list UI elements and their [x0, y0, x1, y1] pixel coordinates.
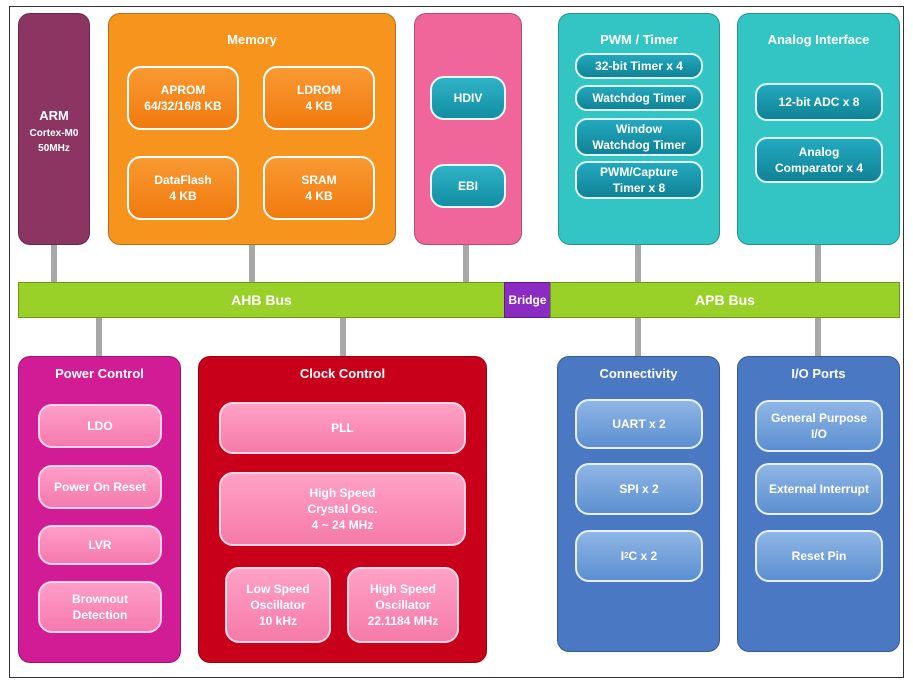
clock-low-speed-osc: Low Speed Oscillator 10 kHz [225, 567, 331, 643]
io-external-interrupt: External Interrupt [755, 463, 883, 515]
power-lvr: LVR [38, 525, 162, 565]
connector-clock [340, 318, 346, 356]
connector-pwm [635, 245, 641, 282]
memory-sram: SRAM 4 KB [263, 156, 375, 220]
memory-dataflash: DataFlash 4 KB [127, 156, 239, 220]
analog-adc: 12-bit ADC x 8 [755, 83, 883, 121]
power-ldo: LDO [38, 404, 162, 448]
ahb-bus: AHB Bus [18, 282, 505, 318]
power-on-reset: Power On Reset [38, 465, 162, 509]
analog-comparator: Analog Comparator x 4 [755, 137, 883, 183]
connector-power [96, 318, 102, 356]
i2c-suffix: C x 2 [628, 549, 658, 563]
clock-pll: PLL [219, 402, 466, 454]
memory-aprom: APROM 64/32/16/8 KB [127, 66, 239, 130]
arm-core: Cortex-M0 [29, 128, 79, 139]
connectivity-title: Connectivity [599, 366, 678, 381]
connector-hdiv [463, 245, 469, 282]
analog-block: Analog Interface 12-bit ADC x 8 Analog C… [737, 13, 900, 245]
arm-freq: 50MHz [38, 143, 70, 154]
connector-arm [51, 245, 57, 282]
clock-control-block: Clock Control PLL High Speed Crystal Osc… [198, 356, 487, 663]
connector-analog [815, 245, 821, 282]
pwm-timer-block: PWM / Timer 32-bit Timer x 4 Watchdog Ti… [558, 13, 720, 245]
ebi-block: EBI [430, 164, 506, 208]
memory-title: Memory [227, 32, 277, 47]
pwm-capture-timer: PWM/Capture Timer x 8 [575, 161, 703, 199]
pwm-watchdog-timer: Watchdog Timer [575, 85, 703, 111]
connector-connectivity [635, 318, 641, 356]
io-general-purpose: General Purpose I/O [755, 400, 883, 452]
hdiv-ebi-block: HDIV EBI [414, 13, 522, 245]
power-control-title: Power Control [55, 366, 144, 381]
connectivity-uart: UART x 2 [575, 399, 703, 449]
io-ports-title: I/O Ports [791, 366, 846, 381]
connector-io [815, 318, 821, 356]
arm-block: ARM Cortex-M0 50MHz [18, 13, 90, 245]
pwm-timer-32bit: 32-bit Timer x 4 [575, 53, 703, 79]
apb-bus: APB Bus [550, 282, 900, 318]
diagram-frame [9, 6, 904, 678]
clock-control-title: Clock Control [299, 366, 386, 381]
i2c-sup: 2 [624, 551, 629, 560]
i2c-prefix: I [620, 549, 625, 563]
connector-memory [249, 245, 255, 282]
bus-bridge: Bridge [504, 282, 551, 318]
power-brownout: Brownout Detection [38, 581, 162, 633]
connectivity-spi: SPI x 2 [575, 463, 703, 515]
pwm-timer-title: PWM / Timer [600, 32, 678, 47]
clock-high-speed-osc: High Speed Oscillator 22.1184 MHz [347, 567, 459, 643]
clock-crystal-osc: High Speed Crystal Osc. 4 ~ 24 MHz [219, 472, 466, 546]
io-ports-block: I/O Ports General Purpose I/O External I… [737, 356, 900, 652]
arm-title: ARM [39, 108, 69, 123]
analog-title: Analog Interface [767, 32, 870, 47]
pwm-window-watchdog: Window Watchdog Timer [575, 118, 703, 156]
io-reset-pin: Reset Pin [755, 530, 883, 582]
memory-block: Memory APROM 64/32/16/8 KB LDROM 4 KB Da… [108, 13, 396, 245]
hdiv-block: HDIV [430, 76, 506, 120]
memory-ldrom: LDROM 4 KB [263, 66, 375, 130]
power-control-block: Power Control LDO Power On Reset LVR Bro… [18, 356, 181, 663]
